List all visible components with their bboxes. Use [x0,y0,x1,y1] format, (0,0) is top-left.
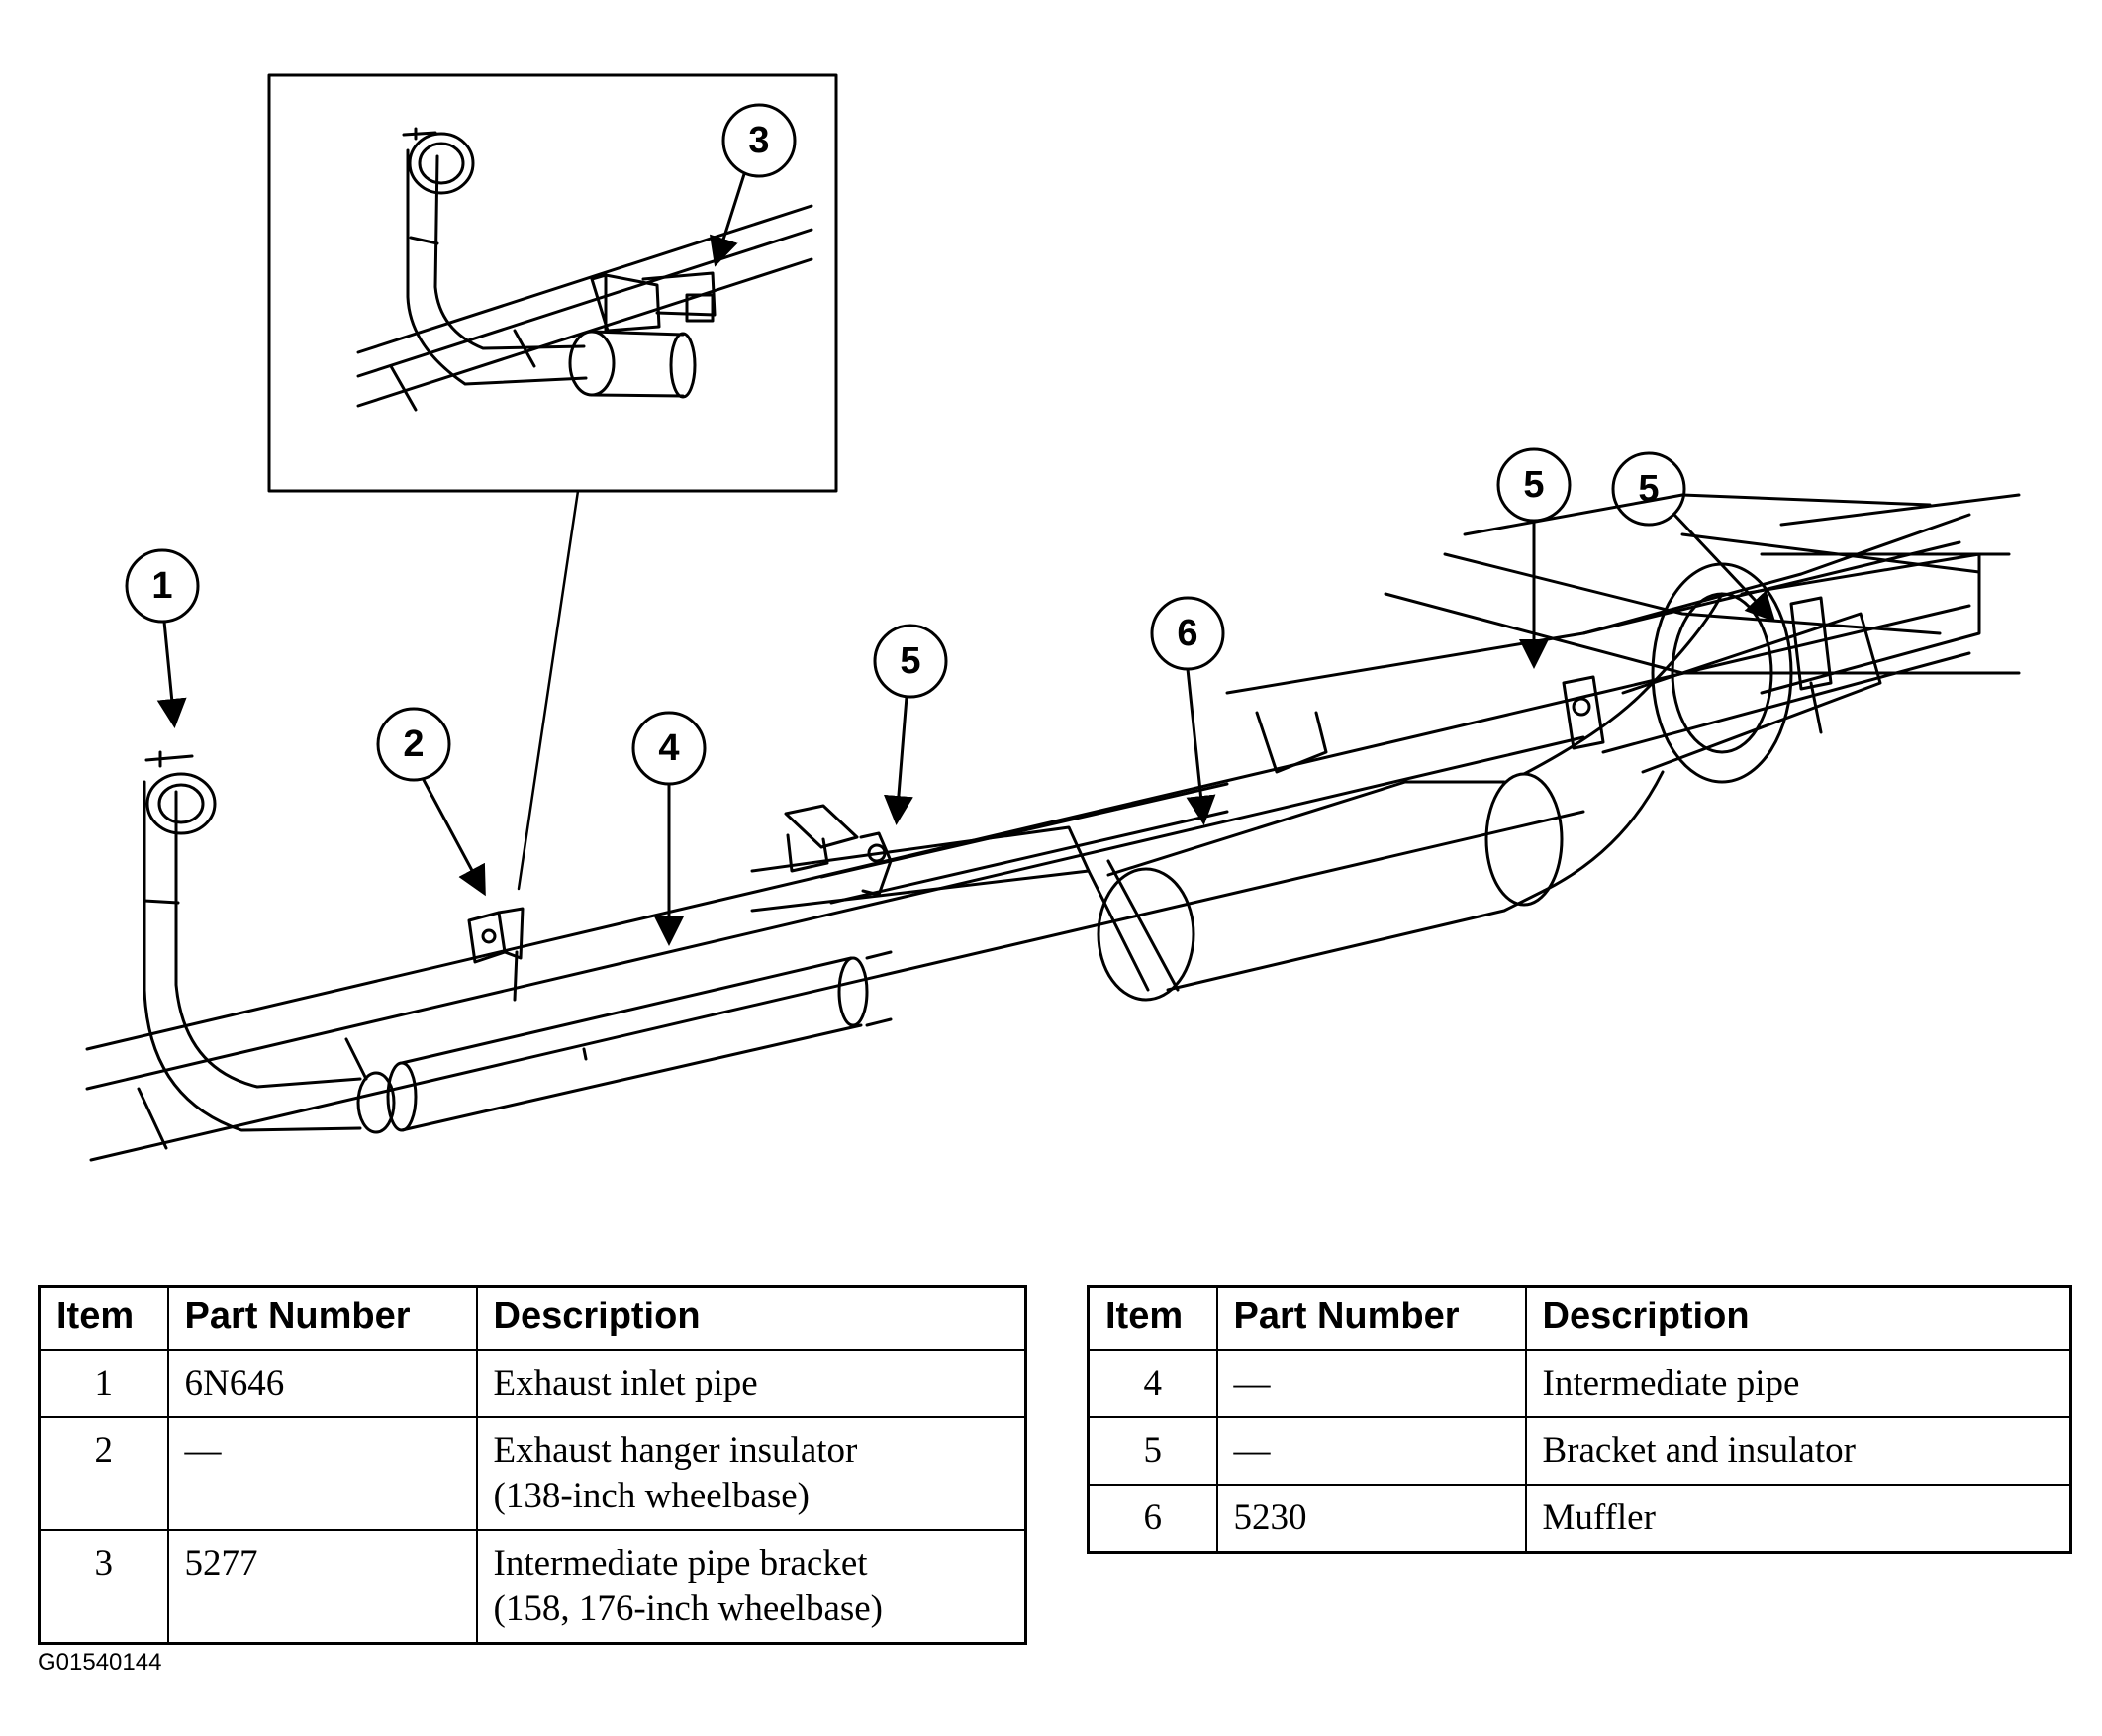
intermediate-pipe [356,950,893,1134]
description-cell: Muffler [1524,1484,2072,1554]
muffler [1097,592,1724,1002]
callout-number-6: 6 [1177,613,1197,654]
part-number-cell: — [1215,1349,1527,1418]
part-number-cell: 6N646 [166,1349,478,1418]
item-cell: 6 [1087,1484,1218,1554]
parts-table-left: Item Part Number Description 1 6N646 Exh… [38,1285,1027,1645]
table-row: 4 — Intermediate pipe [1087,1349,2072,1418]
callout-number-2: 2 [403,723,424,765]
callout-number-5-rear-right: 5 [1638,468,1659,510]
item-cell: 2 [38,1416,169,1531]
callout-5-rear-left [1496,447,1572,669]
header-description: Description [475,1285,1027,1351]
inset-pipe-bracket [590,271,717,333]
item-cell: 4 [1087,1349,1218,1418]
callout-number-3: 3 [748,120,769,161]
figure-id-label: G01540144 [38,1649,162,1676]
callout-3 [709,103,797,267]
callout-6 [1150,596,1225,825]
header-part-number: Part Number [1215,1285,1527,1351]
bracket-and-insulator [750,782,1229,992]
description-cell: Exhaust hanger insulator (138-inch wheel… [475,1416,1027,1531]
exhaust-system-diagram: 1 2 3 4 5 5 5 6 [85,73,2021,1162]
item-cell: 1 [38,1349,169,1418]
item-cell: 5 [1087,1416,1218,1486]
table-row: 2 — Exhaust hanger insulator (138-inch w… [38,1416,1027,1531]
description-line: Intermediate pipe bracket [493,1543,868,1584]
part-number-cell: 5277 [166,1529,478,1645]
header-item: Item [1087,1285,1218,1351]
header-description: Description [1524,1285,2072,1351]
table-row: 1 6N646 Exhaust inlet pipe [38,1349,1027,1418]
rear-bracket-and-insulator [1562,596,1833,750]
callout-5-rear-right [1611,451,1776,623]
description-line: (138-inch wheelbase) [493,1476,811,1516]
inset-detail-box [267,73,838,493]
table-row: 5 — Bracket and insulator [1087,1416,2072,1486]
exhaust-inlet-pipe [143,750,362,1132]
part-number-cell: 5230 [1215,1484,1527,1554]
exhaust-hanger-insulator [467,907,525,1002]
inset-exhaust-pipe [402,127,697,399]
callout-number-1: 1 [151,565,172,607]
description-cell: Intermediate pipe bracket (158, 176-inch… [475,1529,1027,1645]
rear-axle [1621,552,1981,784]
item-cell: 3 [38,1529,169,1645]
frame-rail [85,493,2021,1162]
callout-4 [631,711,707,946]
table-header-row: Item Part Number Description [38,1285,1027,1351]
inset-leader-line [517,489,580,891]
description-cell: Exhaust inlet pipe [475,1349,1027,1418]
callout-5-middle [873,624,948,825]
table-row: 6 5230 Muffler [1087,1484,2072,1554]
callout-2 [376,707,486,897]
description-line: (158, 176-inch wheelbase) [493,1589,884,1629]
description-line: Exhaust hanger insulator [493,1430,858,1471]
part-number-cell: — [1215,1416,1527,1486]
callout-number-5-rear-left: 5 [1523,464,1544,506]
table-header-row: Item Part Number Description [1087,1285,2072,1351]
header-item: Item [38,1285,169,1351]
callout-number-4: 4 [658,727,679,769]
part-number-cell: — [166,1416,478,1531]
header-part-number: Part Number [166,1285,478,1351]
parts-table-right: Item Part Number Description 4 — Interme… [1087,1285,2072,1554]
table-row: 3 5277 Intermediate pipe bracket (158, 1… [38,1529,1027,1645]
callout-number-5-middle: 5 [900,640,920,682]
description-cell: Intermediate pipe [1524,1349,2072,1418]
description-cell: Bracket and insulator [1524,1416,2072,1486]
callout-1 [125,548,200,728]
description-line: Exhaust inlet pipe [493,1363,758,1403]
